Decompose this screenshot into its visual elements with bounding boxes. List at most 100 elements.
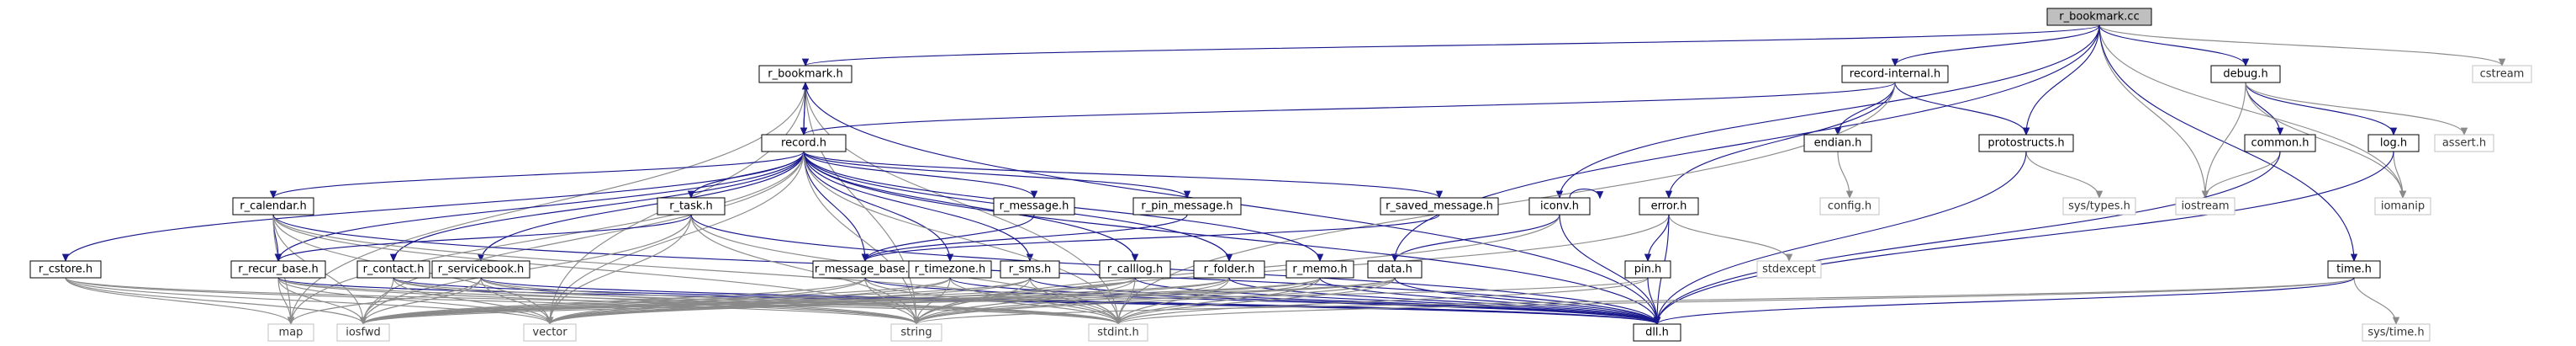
edge-record_h-to-r_message_h [803,151,1038,199]
node-r_sms_h[interactable]: r_sms.h [1000,260,1060,279]
node-record_internal_h[interactable]: record-internal.h [1841,65,1949,83]
node-r_folder_h[interactable]: r_folder.h [1193,260,1265,279]
node-r_memo_h[interactable]: r_memo.h [1285,260,1354,279]
node-dll_h[interactable]: dll.h [1633,323,1681,342]
edge-record_h-to-r_saved_message_h [803,151,1444,199]
node-stdexcept: stdexcept [1756,260,1822,279]
node-r_cstore_h[interactable]: r_cstore.h [29,260,102,279]
edge-record_h-to-r_servicebook_h [477,151,805,262]
node-iostream: iostream [2175,197,2236,216]
node-label: iostream [2181,200,2229,213]
node-label: time.h [2336,263,2372,276]
node-label: r_calendar.h [240,200,307,213]
node-label: assert.h [2442,137,2486,150]
node-label: data.h [1377,263,1412,276]
node-log_h[interactable]: log.h [2367,134,2420,152]
node-iomanip: iomanip [2374,197,2431,216]
node-r_calendar_h[interactable]: r_calendar.h [232,197,314,216]
node-r_pin_message_h[interactable]: r_pin_message.h [1132,197,1242,216]
node-label: debug.h [2223,68,2267,81]
edge-debug_h-to-assert_h [2245,82,2468,136]
edge-root-to-r_bookmark_h [801,24,2100,67]
node-iconv_h[interactable]: iconv.h [1528,197,1591,216]
node-label: string [900,327,932,339]
node-label: record-internal.h [1850,68,1940,81]
edge-root-to-cstream [2098,24,2506,67]
node-r_message_base_h[interactable]: r_message_base.h [812,260,918,279]
node-label: r_bookmark.h [768,68,842,81]
edge-pin_h-to-iosfwd [359,277,1649,325]
node-label: iomanip [2381,200,2425,213]
node-label: sys/types.h [2068,200,2130,213]
node-debug_h[interactable]: debug.h [2210,65,2281,83]
node-label: endian.h [1814,137,1862,150]
node-stdint_h: stdint.h [1088,323,1148,342]
edge-error_h-to-pin_h [1644,214,1670,262]
node-root[interactable]: r_bookmark.cc [2046,8,2152,26]
node-label: stdint.h [1097,327,1138,339]
node-r_saved_message_h[interactable]: r_saved_message.h [1380,197,1499,216]
node-label: r_calllog.h [1107,263,1163,276]
node-r_bookmark_h[interactable]: r_bookmark.h [758,65,853,83]
node-label: r_saved_message.h [1386,200,1493,213]
edge-log_h-to-dll_h [1653,151,2394,325]
edge-record_h-to-r_bookmark_h [801,82,810,136]
node-assert_h: assert.h [2434,134,2494,152]
node-config_h: config.h [1819,197,1880,216]
node-time_h[interactable]: time.h [2327,260,2381,279]
edge-iconv_h-to-iconv_h [1569,189,1604,200]
node-label: error.h [1651,200,1687,213]
node-r_contact_h[interactable]: r_contact.h [356,260,430,279]
edge-r_folder_h-to-stdint_h [1114,277,1230,325]
node-label: log.h [2380,137,2407,150]
node-label: iosfwd [346,327,381,339]
node-record_h[interactable]: record.h [761,134,847,152]
node-endian_h[interactable]: endian.h [1803,134,1872,152]
node-label: iconv.h [1540,200,1579,213]
edge-common_h-to-dll_h [1653,151,2281,325]
node-error_h[interactable]: error.h [1639,197,1699,216]
node-label: r_contact.h [363,263,425,276]
node-r_calllog_h[interactable]: r_calllog.h [1099,260,1171,279]
node-data_h[interactable]: data.h [1367,260,1423,279]
node-r_timezone_h[interactable]: r_timezone.h [908,260,992,279]
edge-root-to-iostream [2098,24,2209,199]
node-r_servicebook_h[interactable]: r_servicebook.h [431,260,531,279]
node-label: r_task.h [669,200,713,213]
node-label: map [279,327,304,339]
node-cstream: cstream [2472,65,2532,83]
edge-record_h-to-r_cstore_h [61,151,805,262]
edge-r_saved_message_h-to-r_message_base_h [861,214,1440,262]
node-label: record.h [781,137,826,150]
node-iosfwd: iosfwd [336,323,390,342]
node-pin_h[interactable]: pin.h [1624,260,1671,279]
edge-record_h-to-r_calllog_h [803,151,1139,262]
edge-log_h-to-iomanip [2393,151,2407,199]
edge-record_internal_h-to-endian_h [1834,82,1896,136]
edge-record_internal_h-to-error_h [1665,82,1896,199]
node-vector: vector [523,323,577,342]
node-label: r_servicebook.h [438,263,524,276]
edge-iconv_h-to-data_h [1391,214,1560,262]
node-common_h[interactable]: common.h [2244,134,2316,152]
node-protostructs_h[interactable]: protostructs.h [1978,134,2074,152]
edge-root-to-time_h [2098,24,2358,262]
node-label: stdexcept [1762,263,1816,276]
edge-time_h-to-stdint_h [1114,277,2355,325]
edge-r_bookmark_h-to-map [287,82,806,325]
edge-protostructs_h-to-sys_types_h [2025,151,2104,199]
node-label: r_folder.h [1204,263,1255,276]
node-map: map [267,323,314,342]
node-label: r_recur_base.h [238,263,319,276]
node-r_task_h[interactable]: r_task.h [657,197,726,216]
edge-root-to-record_internal_h [1891,24,2100,67]
node-label: r_timezone.h [915,263,986,276]
node-r_message_h[interactable]: r_message.h [993,197,1075,216]
node-r_recur_base_h[interactable]: r_recur_base.h [230,260,326,279]
node-sys_time_h: sys/time.h [2362,323,2431,342]
edge-common_h-to-iostream [2201,151,2281,199]
edge-record_h-to-r_pin_message_h [803,151,1191,199]
edge-debug_h-to-log_h [2245,82,2398,136]
node-label: r_message_base.h [815,263,916,276]
